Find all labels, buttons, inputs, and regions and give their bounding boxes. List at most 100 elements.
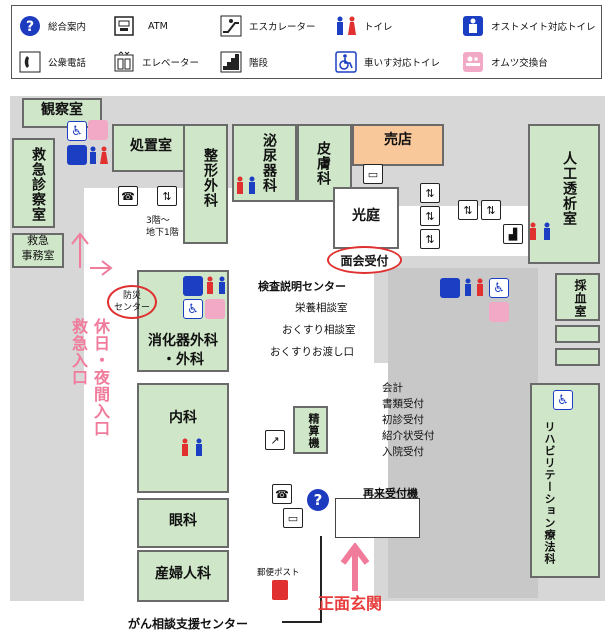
- ostomy-toilet-icon: [440, 278, 460, 298]
- map-legend: ? 総合案内 ATM エスカレーター トイレ オストメイト対応トイレ 公衆電話 …: [11, 5, 602, 79]
- billing-machine-label: 精算機: [307, 412, 320, 449]
- wheelchair-icon: ♿: [489, 278, 509, 298]
- svg-text:?: ?: [314, 491, 323, 509]
- escalator-icon: [219, 14, 243, 38]
- elevator-icon: ⇅: [458, 200, 478, 220]
- room-shop[interactable]: [352, 124, 444, 166]
- diaper-table-icon: [88, 120, 108, 140]
- legend-escalator: エスカレーター: [219, 14, 316, 38]
- info-icon: ?: [18, 14, 42, 38]
- stairs-icon: [219, 50, 243, 74]
- atm-icon: ▭: [363, 164, 383, 184]
- elevator-floors-label-2: 地下1階: [146, 228, 179, 238]
- room-blood-draw[interactable]: [555, 273, 600, 321]
- room-obgyn-label: 産婦人科: [155, 566, 211, 582]
- revisit-machine-area[interactable]: [335, 498, 420, 538]
- holiday-night-entrance-label: 休日・夜間入口: [91, 318, 110, 437]
- courtyard: [333, 187, 399, 249]
- toilet-icon: [182, 438, 202, 456]
- phone-icon: ☎: [272, 484, 292, 504]
- diaper-table-icon: [461, 50, 485, 74]
- toilet-icon: [334, 14, 358, 38]
- room-dialysis[interactable]: [528, 124, 600, 264]
- floor-map: 観察室 救急診察室 救急 事務室 処置室 整形外科 泌尿器科 皮膚科 売店 光庭…: [0, 88, 609, 634]
- room-blood-draw-label: 採血室: [573, 278, 587, 318]
- toilet-icon: [530, 222, 550, 240]
- legend-ostomy-label: オストメイト対応トイレ: [491, 22, 596, 33]
- room-internal-medicine[interactable]: [137, 383, 229, 493]
- legend-phone: 公衆電話: [18, 50, 86, 74]
- toilet-icon: [465, 278, 483, 296]
- legend-wheelchair: 車いす対応トイレ: [334, 50, 440, 74]
- legend-elevator: エレベーター: [112, 50, 199, 74]
- room-small-b: [555, 348, 600, 366]
- elevator-floors-label-1: 3階～: [146, 216, 170, 226]
- ostomy-toilet-icon: [461, 14, 485, 38]
- documents-label: 書類受付: [382, 398, 424, 410]
- post-box-icon: [272, 580, 288, 600]
- room-shop-label: 売店: [384, 132, 412, 148]
- legend-diaper: オムツ交換台: [461, 50, 548, 74]
- disaster-center-marker[interactable]: [107, 285, 157, 319]
- legend-diaper-label: オムツ交換台: [491, 58, 548, 69]
- legend-atm: ATM: [112, 14, 168, 38]
- room-dermatology-label: 皮膚科: [315, 140, 331, 186]
- cancer-center-leader-line-h: [282, 621, 322, 623]
- diaper-table-icon: [205, 299, 225, 319]
- main-entrance-arrow: [340, 543, 370, 591]
- disaster-center-label-1: 防災: [122, 291, 141, 301]
- atm-icon: [112, 14, 136, 38]
- room-small-a: [555, 325, 600, 343]
- room-dialysis-label: 人工透析室: [561, 150, 577, 226]
- legend-stairs: 階段: [219, 50, 268, 74]
- legend-elevator-label: エレベーター: [142, 58, 200, 69]
- visitor-reception-label: 面会受付: [340, 254, 389, 268]
- legend-phone-label: 公衆電話: [48, 58, 87, 69]
- first-visit-label: 初診受付: [382, 414, 424, 426]
- toilet-icon: [237, 176, 255, 194]
- courtyard-label: 光庭: [352, 208, 380, 224]
- elevator-icon: ⇅: [157, 186, 177, 206]
- exam-explanation-label: 検査説明センター: [258, 280, 346, 293]
- atm-icon: ▭: [283, 508, 303, 528]
- phone-icon: [18, 50, 42, 74]
- room-orthopedics-label: 整形外科: [202, 148, 218, 208]
- emergency-office-label-2: 事務室: [21, 249, 55, 262]
- room-emergency-exam[interactable]: [12, 138, 55, 228]
- info-icon[interactable]: ?: [306, 488, 330, 512]
- room-emergency-office[interactable]: [12, 233, 64, 268]
- svg-text:?: ?: [26, 19, 34, 35]
- medicine-pickup-label: おくすりお渡し口: [270, 346, 354, 358]
- billing-machine-area[interactable]: [293, 406, 328, 454]
- visitor-reception-marker[interactable]: [327, 246, 402, 274]
- main-entrance-label: 正面玄関: [318, 594, 383, 613]
- legend-stairs-label: 階段: [249, 58, 269, 69]
- ostomy-toilet-icon: [67, 145, 87, 165]
- diaper-table-icon: [489, 302, 509, 322]
- room-urology-label: 泌尿器科: [261, 133, 277, 193]
- legend-info: ? 総合案内: [18, 14, 86, 38]
- legend-ostomy: オストメイト対応トイレ: [461, 14, 596, 38]
- room-dermatology[interactable]: [297, 124, 352, 202]
- room-rehab[interactable]: [530, 383, 600, 578]
- cancer-center-leader-line: [320, 536, 322, 621]
- legend-escalator-label: エスカレーター: [249, 22, 316, 33]
- room-obgyn[interactable]: [137, 550, 229, 602]
- legend-toilet: トイレ: [334, 14, 393, 38]
- elevator-icon: ⇅: [481, 200, 501, 220]
- post-label: 郵便ポスト: [257, 568, 300, 578]
- wheelchair-icon: ♿: [67, 121, 87, 141]
- room-ophthalmology[interactable]: [137, 498, 229, 548]
- wheelchair-icon: ♿: [183, 299, 203, 319]
- emergency-entrance-arrow: [71, 232, 113, 276]
- room-orthopedics[interactable]: [183, 124, 228, 244]
- phone-icon: ☎: [118, 186, 138, 206]
- room-internal-medicine-label: 内科: [169, 410, 197, 426]
- ostomy-toilet-icon: [183, 276, 203, 296]
- legend-info-label: 総合案内: [48, 22, 87, 33]
- medicine-consult-label: おくすり相談室: [282, 324, 356, 336]
- gi-surgery-label-1: 消化器外科: [148, 333, 218, 349]
- gi-surgery-label-2: ・外科: [162, 352, 204, 368]
- accounting-label: 会計: [382, 382, 403, 394]
- elevator-icon: [112, 50, 136, 74]
